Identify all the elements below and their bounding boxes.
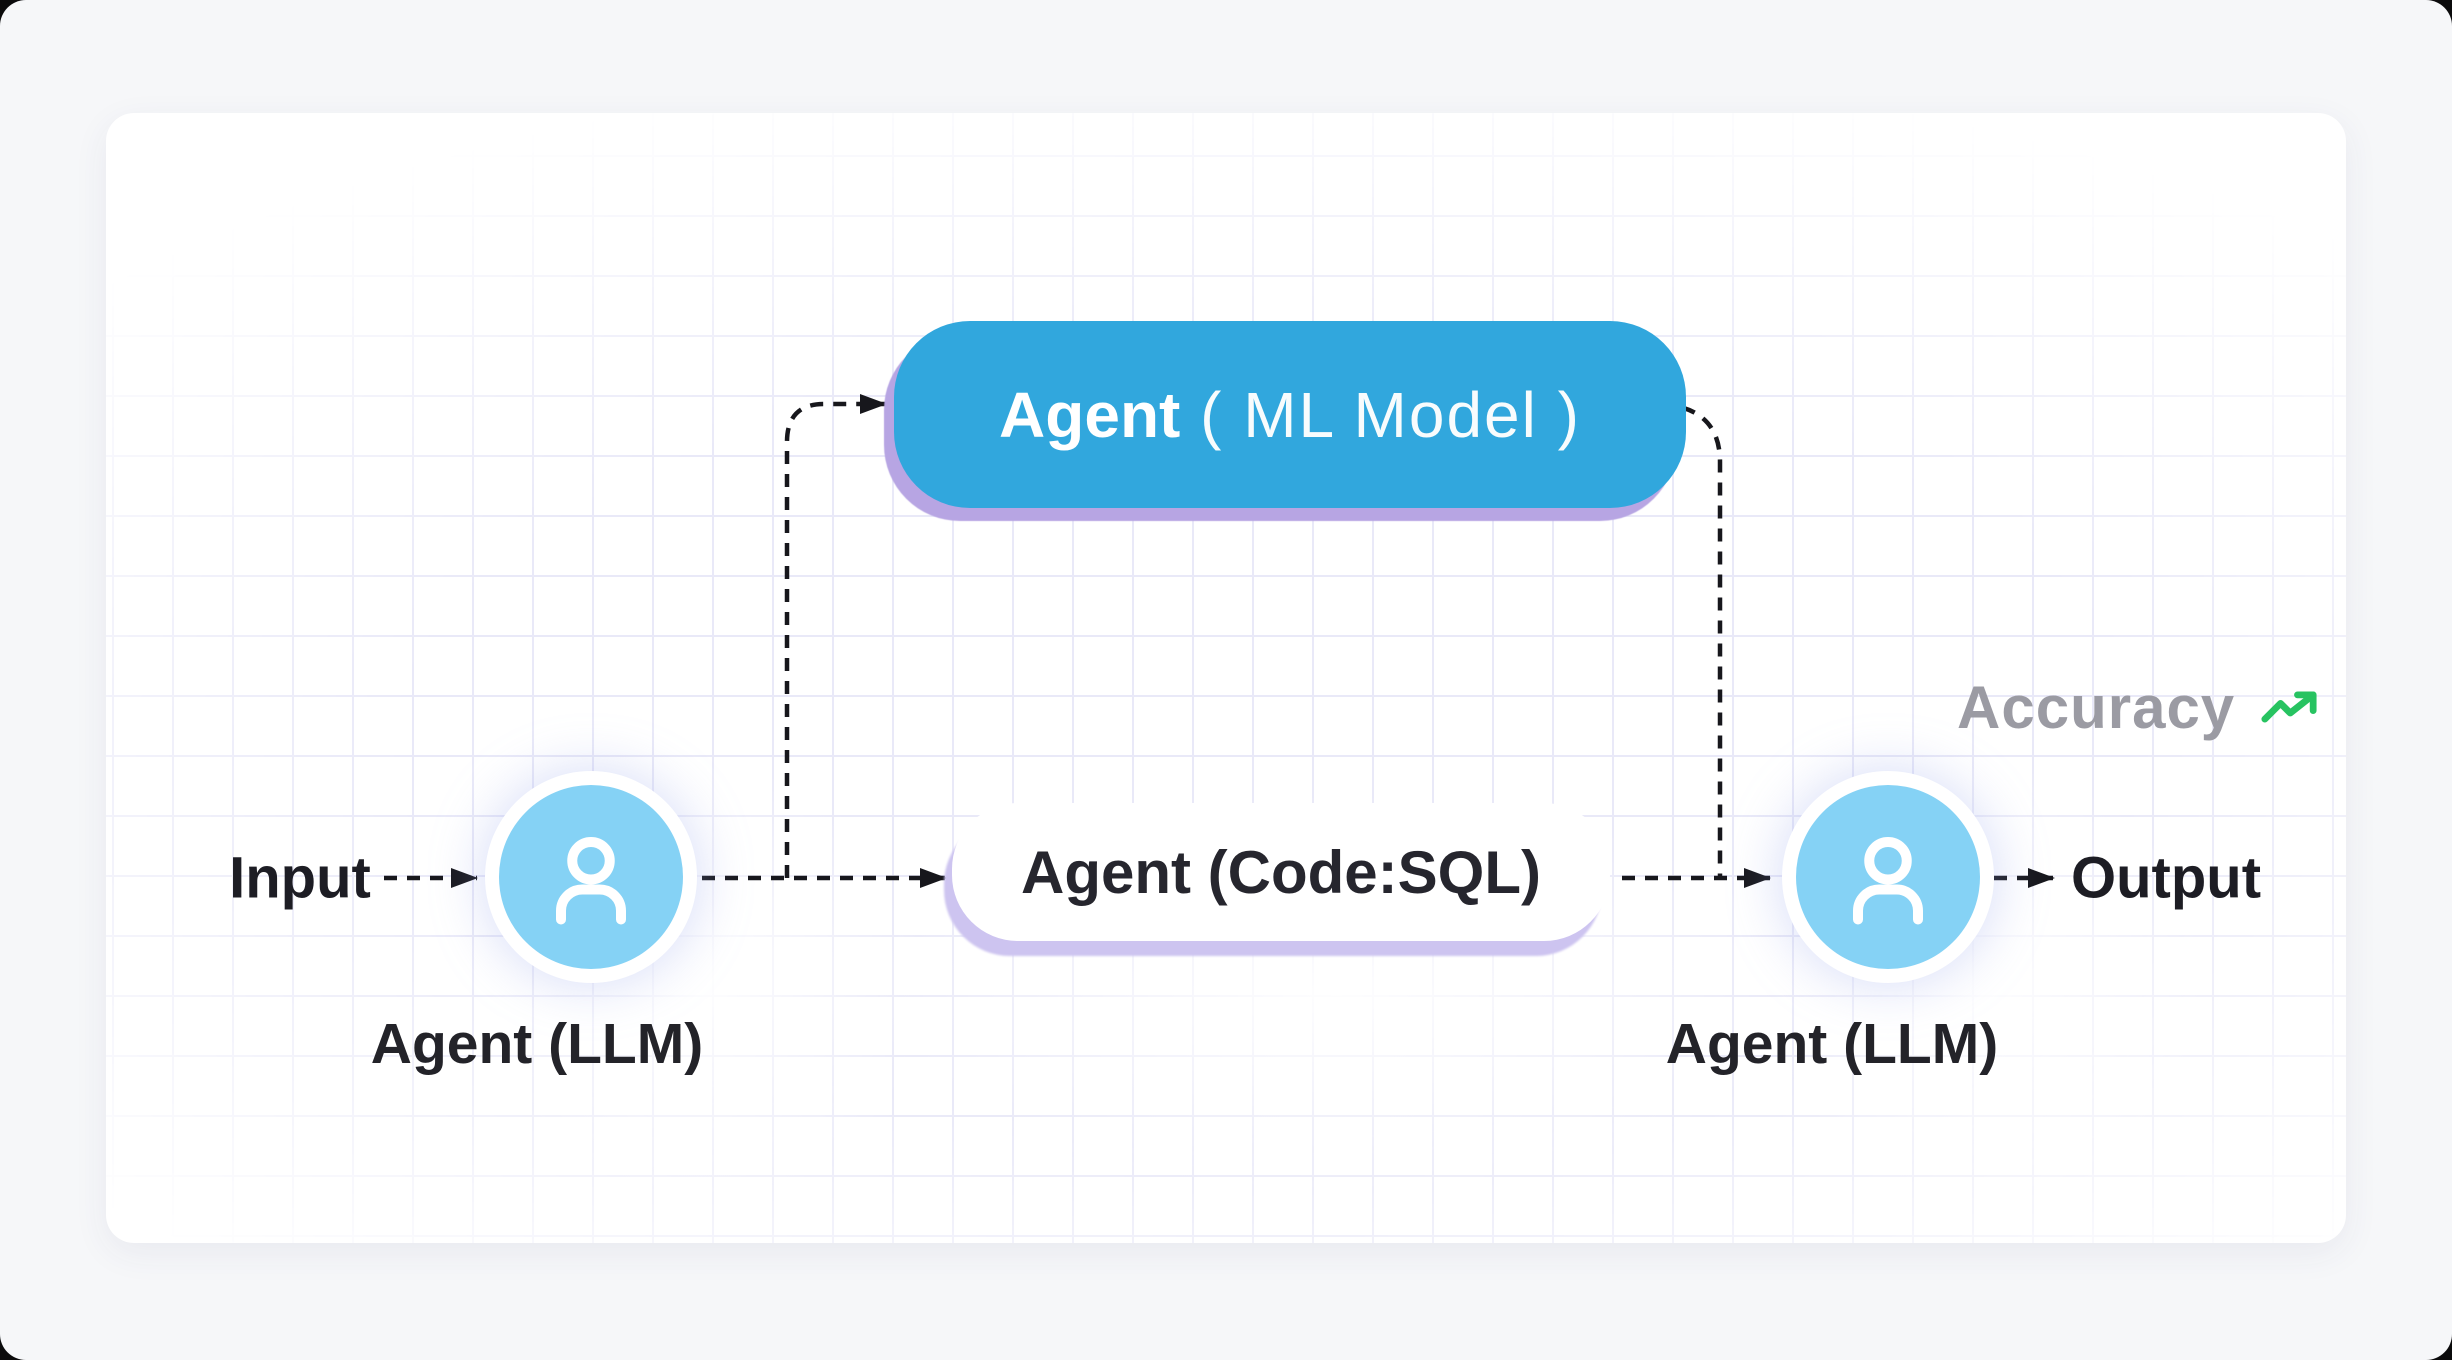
node-agent-ml-model-label-rest: ( ML Model ) — [1180, 378, 1581, 451]
edge-ml-model-to-right-agent — [1659, 401, 1723, 876]
user-icon — [1796, 785, 1980, 969]
output-label: Output — [2070, 845, 2262, 911]
trending-up-icon — [2261, 691, 2317, 723]
user-icon — [499, 785, 683, 969]
node-agent-ml-model: Agent ( ML Model ) — [894, 321, 1686, 508]
node-agent-code-sql: Agent (Code:SQL) — [952, 803, 1610, 941]
agent-llm-left-label: Agent (LLM) — [370, 1012, 704, 1076]
accuracy-indicator: Accuracy — [1957, 672, 2327, 742]
input-label: Input — [229, 845, 371, 911]
agent-llm-right-label: Agent (LLM) — [1665, 1012, 1999, 1076]
agent-llm-left-node — [485, 771, 697, 983]
edge-left-agent-to-ml-model — [784, 394, 887, 878]
agent-llm-right-node — [1782, 771, 1994, 983]
node-agent-code-sql-label: Agent (Code:SQL) — [1021, 838, 1541, 906]
node-agent-ml-model-label-bold: Agent — [999, 378, 1181, 451]
accuracy-label: Accuracy — [1957, 673, 2236, 741]
